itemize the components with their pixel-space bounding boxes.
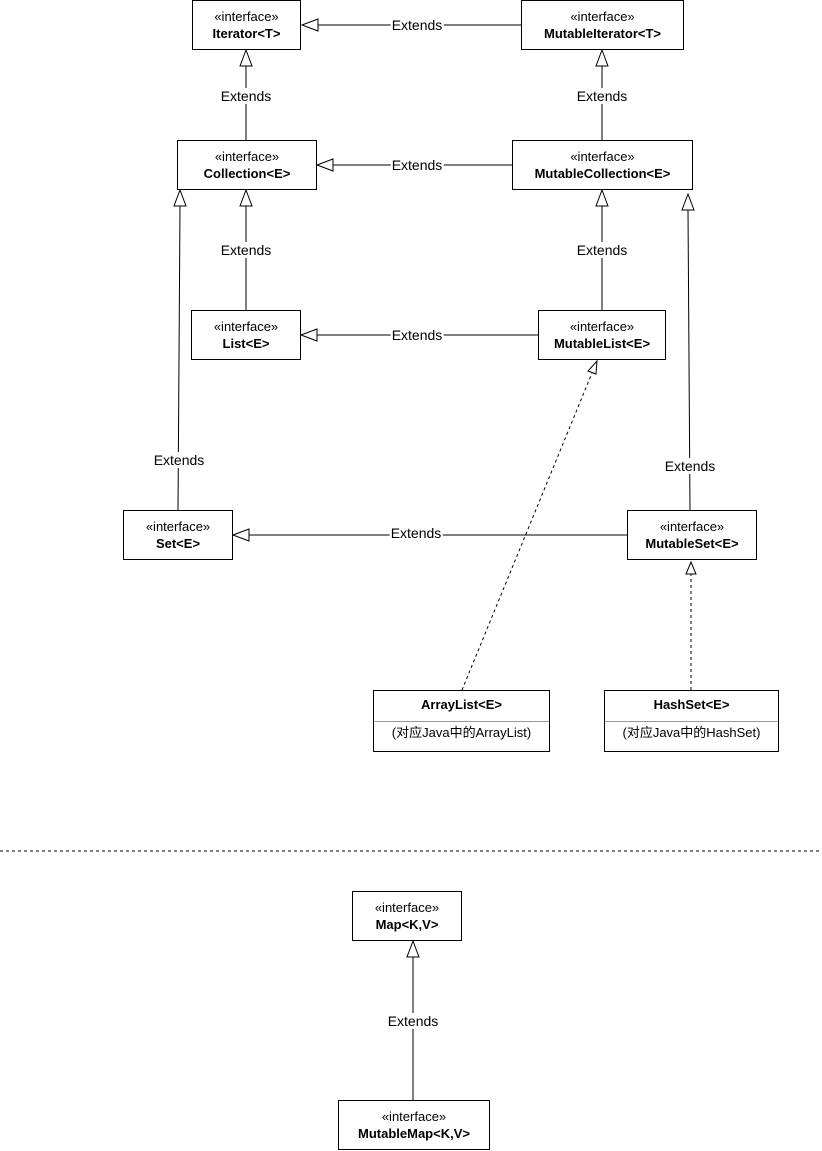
interface-name-list: List<E> (222, 335, 270, 351)
edge-label-mutablecollection-mutableiterator: Extends (575, 88, 629, 104)
arrowhead-mutableiterator-from-mutablecollection (595, 48, 609, 67)
interface-name-map: Map<K,V> (375, 916, 439, 932)
interface-collection[interactable]: «interface» Collection<E> (177, 140, 317, 190)
edge-label-mutableset-mutablecollection: Extends (663, 458, 717, 474)
interface-mutable-list[interactable]: «interface» MutableList<E> (538, 310, 666, 360)
interface-name-mutable-set: MutableSet<E> (645, 535, 739, 551)
interface-name-mutable-list: MutableList<E> (553, 335, 651, 351)
interface-list[interactable]: «interface» List<E> (191, 310, 301, 360)
interface-name-collection: Collection<E> (203, 165, 291, 181)
arrowhead-iterator-from-mutableiterator (300, 18, 319, 32)
stereotype-label: «interface» (659, 518, 725, 534)
stereotype-label: «interface» (570, 8, 635, 24)
interface-mutable-map[interactable]: «interface» MutableMap<K,V> (338, 1100, 490, 1150)
interface-mutable-collection[interactable]: «interface» MutableCollection<E> (512, 140, 693, 190)
stereotype-label: «interface» (381, 1108, 447, 1124)
stereotype-label: «interface» (569, 318, 635, 334)
stereotype-label: «interface» (213, 318, 279, 334)
edge-label-mutableiterator-iterator: Extends (390, 17, 444, 33)
interface-name-mutable-iterator: MutableIterator<T> (543, 25, 662, 41)
stereotype-label: «interface» (570, 148, 635, 164)
arrowhead-collection-from-list (239, 188, 253, 207)
edge-label-mutablelist-list: Extends (390, 327, 444, 343)
edge-label-mutablemap-map: Extends (386, 1013, 440, 1029)
interface-name-set: Set<E> (155, 535, 201, 551)
interface-map[interactable]: «interface» Map<K,V> (352, 891, 462, 941)
edge-label-list-collection: Extends (219, 242, 273, 258)
arrowhead-collection-from-set (173, 188, 187, 207)
arrowhead-mutablecollection-from-mutableset (681, 192, 695, 211)
edge-label-mutableset-set: Extends (389, 525, 443, 541)
stereotype-label: «interface» (145, 518, 211, 534)
edge-arraylist-mutablelist (461, 372, 593, 691)
arrowhead-set-from-mutableset (231, 528, 250, 542)
interface-name-mutable-collection: MutableCollection<E> (534, 165, 671, 181)
interface-mutable-iterator[interactable]: «interface» MutableIterator<T> (521, 0, 684, 50)
arrowhead-mutableset-from-hashset (685, 560, 697, 575)
arrowhead-map-from-mutablemap (406, 939, 420, 958)
stereotype-label: «interface» (374, 899, 440, 915)
interface-mutable-set[interactable]: «interface» MutableSet<E> (627, 510, 757, 560)
stereotype-label: «interface» (214, 148, 280, 164)
edge-label-collection-iterator: Extends (219, 88, 273, 104)
edge-label-mutablecollection-collection: Extends (390, 157, 444, 173)
edge-label-set-collection: Extends (152, 452, 206, 468)
arrowhead-iterator-from-collection (239, 48, 253, 67)
arrowhead-mutablelist-from-arraylist (587, 359, 598, 375)
class-note-array-list: (对应Java中的ArrayList) (391, 725, 532, 740)
class-note-hash-set: (对应Java中的HashSet) (622, 725, 761, 740)
arrowhead-list-from-mutablelist (299, 328, 318, 342)
interface-iterator[interactable]: «interface» Iterator<T> (192, 0, 301, 50)
class-name-hash-set: HashSet<E> (605, 691, 778, 722)
interface-set[interactable]: «interface» Set<E> (123, 510, 233, 560)
interface-name-mutable-map: MutableMap<K,V> (358, 1125, 470, 1141)
arrowhead-collection-from-mutablecollection (315, 158, 334, 172)
class-hash-set[interactable]: HashSet<E> (对应Java中的HashSet) (604, 690, 779, 752)
interface-name-iterator: Iterator<T> (212, 25, 281, 41)
edge-label-mutablelist-mutablecollection: Extends (575, 242, 629, 258)
class-array-list[interactable]: ArrayList<E> (对应Java中的ArrayList) (373, 690, 550, 752)
stereotype-label: «interface» (214, 8, 279, 24)
class-name-array-list: ArrayList<E> (374, 691, 549, 722)
arrowhead-mutablecollection-from-mutablelist (595, 188, 609, 207)
